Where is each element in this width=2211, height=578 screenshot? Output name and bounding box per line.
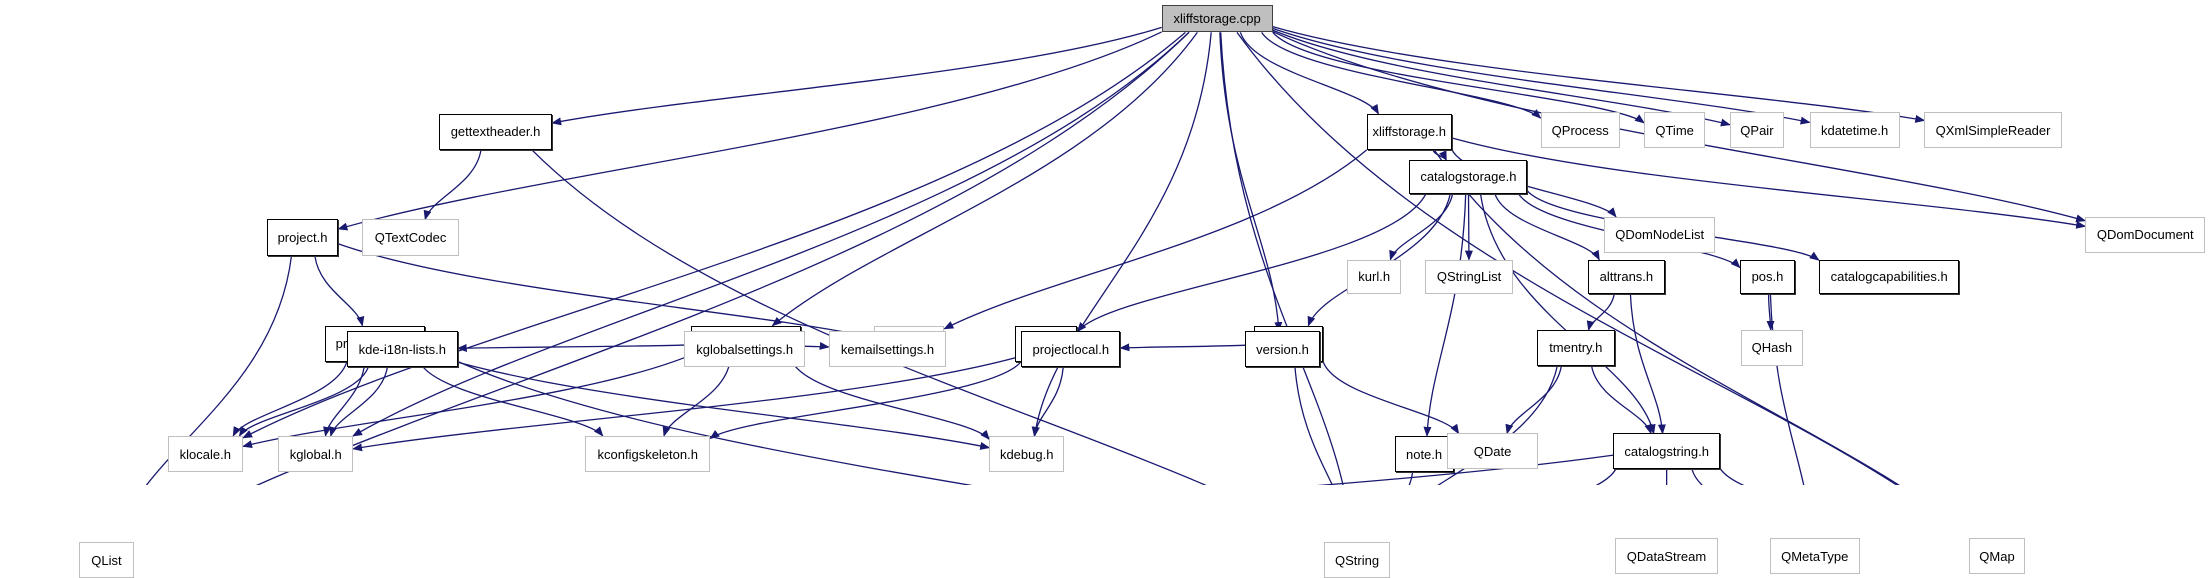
edge-xliffstorage-cpp-to-prefs-lokalize-h xyxy=(772,32,1197,325)
node-xliffstorage-h[interactable]: xliffstorage.h xyxy=(1367,114,1452,150)
node-QProcess: QProcess xyxy=(1541,112,1620,148)
edge-kde-i18n-lists-h-to-kglobal-h xyxy=(331,367,388,435)
node-QStringList: QStringList xyxy=(1425,260,1513,294)
node-projectlocal-h[interactable]: projectlocal.h xyxy=(1021,331,1120,367)
node-QDate: QDate xyxy=(1447,433,1537,469)
node-alttrans-h[interactable]: alttrans.h xyxy=(1588,260,1665,294)
edge-project-h-to-projectbase-h xyxy=(315,256,362,326)
edge-xliffstorage-cpp-to-QString xyxy=(1221,32,1353,485)
edge-project-h-to-QVector xyxy=(338,244,873,338)
node-kemailsettings-h: kemailsettings.h xyxy=(829,331,947,367)
edge-alttrans-h-to-tmentry-h xyxy=(1589,294,1615,330)
node-xliffstorage-cpp[interactable]: xliffstorage.cpp xyxy=(1162,5,1273,32)
edge-prefs-lokalize-h-to-klocale-h xyxy=(243,355,691,446)
edge-catalogstorage-h-to-note-h xyxy=(1427,194,1466,436)
node-kurl-h: kurl.h xyxy=(1347,260,1401,294)
edge-catalogstorage-h-to-kurl-h xyxy=(1390,194,1452,260)
node-QTime: QTime xyxy=(1644,112,1705,148)
node-kglobalsettings-h: kglobalsettings.h xyxy=(684,331,805,367)
edge-xliffstorage-cpp-to-xliffstorage-h xyxy=(1240,32,1378,113)
node-kglobal-h: kglobal.h xyxy=(278,436,353,472)
edge-projectlocal-h-to-kdebug-h xyxy=(1034,367,1063,435)
node-project-h[interactable]: project.h xyxy=(267,219,339,255)
edge-pos-h-to-QMetaType xyxy=(1770,294,1811,485)
edges-layer xyxy=(117,27,2085,485)
edge-xliffstorage-cpp-to-kdatetime-h xyxy=(1273,28,1810,122)
edge-gettextheader-h-to-QString xyxy=(532,150,1324,485)
node-QDomDocument: QDomDocument xyxy=(2085,217,2205,253)
node-kdatetime-h: kdatetime.h xyxy=(1810,112,1900,148)
edge-xliffstorage-cpp-to-QList xyxy=(134,32,1190,485)
edge-xliffstorage-h-to-QVector xyxy=(944,150,1366,329)
node-QXmlSimpleReader: QXmlSimpleReader xyxy=(1924,112,2062,148)
edge-projectbase-h-to-kconfigskeleton-h xyxy=(420,362,603,436)
edge-prefs-lokalize-h-to-kde-i18n-lists-h xyxy=(458,345,691,349)
edge-tmentry-h-to-catalogstring-h xyxy=(1592,366,1651,434)
edge-phase-h-to-QDate xyxy=(1323,362,1458,433)
node-QList: QList xyxy=(79,542,133,578)
edge-catalogstring-h-to-QMap xyxy=(1720,468,1968,485)
node-QString: QString xyxy=(1324,542,1391,578)
node-QDataStream: QDataStream xyxy=(1615,538,1718,574)
node-tmentry-h[interactable]: tmentry.h xyxy=(1537,330,1615,366)
node-QMap: QMap xyxy=(1969,538,2026,574)
node-kde-i18n-lists-h[interactable]: kde-i18n-lists.h xyxy=(347,331,458,367)
edge-xliffstorage-cpp-to-QPair xyxy=(1273,30,1730,125)
edge-xliffstorage-cpp-to-version-h xyxy=(1220,32,1279,331)
node-kconfigskeleton-h: kconfigskeleton.h xyxy=(585,436,710,472)
edge-phase-h-to-projectlocal-h xyxy=(1120,345,1254,348)
edge-gettextheader-h-to-QTextCodec xyxy=(425,150,481,219)
node-catalogstorage-h[interactable]: catalogstorage.h xyxy=(1409,160,1527,193)
node-kdebug-h: kdebug.h xyxy=(989,436,1064,472)
edge-tmentry-h-to-QDate xyxy=(1507,366,1561,434)
edge-alttrans-h-to-catalogstring-h xyxy=(1630,294,1662,433)
node-QHash: QHash xyxy=(1741,330,1803,366)
node-catalogstring-h[interactable]: catalogstring.h xyxy=(1613,433,1720,469)
edge-xliffstorage-cpp-to-gettextheader-h xyxy=(552,27,1161,123)
edge-xliffstorage-cpp-to-kdebug-h xyxy=(1035,32,1212,436)
node-klocale-h: klocale.h xyxy=(168,436,244,472)
edge-prefs-lokalize-h-to-kconfigskeleton-h xyxy=(664,362,730,436)
edge-prefs-lokalize-h-to-kdebug-h xyxy=(792,362,989,439)
node-QPair: QPair xyxy=(1730,112,1784,148)
node-note-h[interactable]: note.h xyxy=(1395,436,1454,472)
edge-catalogstring-h-to-QMetaType xyxy=(1692,469,1789,485)
edge-kde-i18n-lists-h-to-klocale-h xyxy=(239,367,368,435)
node-QDomNodeList: QDomNodeList xyxy=(1604,217,1715,253)
edge-phase-h-to-QString xyxy=(1295,362,1352,485)
node-version-h[interactable]: version.h xyxy=(1245,331,1320,367)
node-gettextheader-h[interactable]: gettextheader.h xyxy=(439,114,552,150)
edge-catalogstring-h-to-QList xyxy=(134,455,1614,485)
node-QTextCodec: QTextCodec xyxy=(362,219,458,255)
edge-prefs-lokalize-h-to-kemailsettings-h xyxy=(801,346,828,347)
node-catalogcapabilities-h[interactable]: catalogcapabilities.h xyxy=(1819,260,1960,294)
node-QMetaType: QMetaType xyxy=(1770,538,1860,574)
node-pos-h[interactable]: pos.h xyxy=(1740,260,1795,294)
